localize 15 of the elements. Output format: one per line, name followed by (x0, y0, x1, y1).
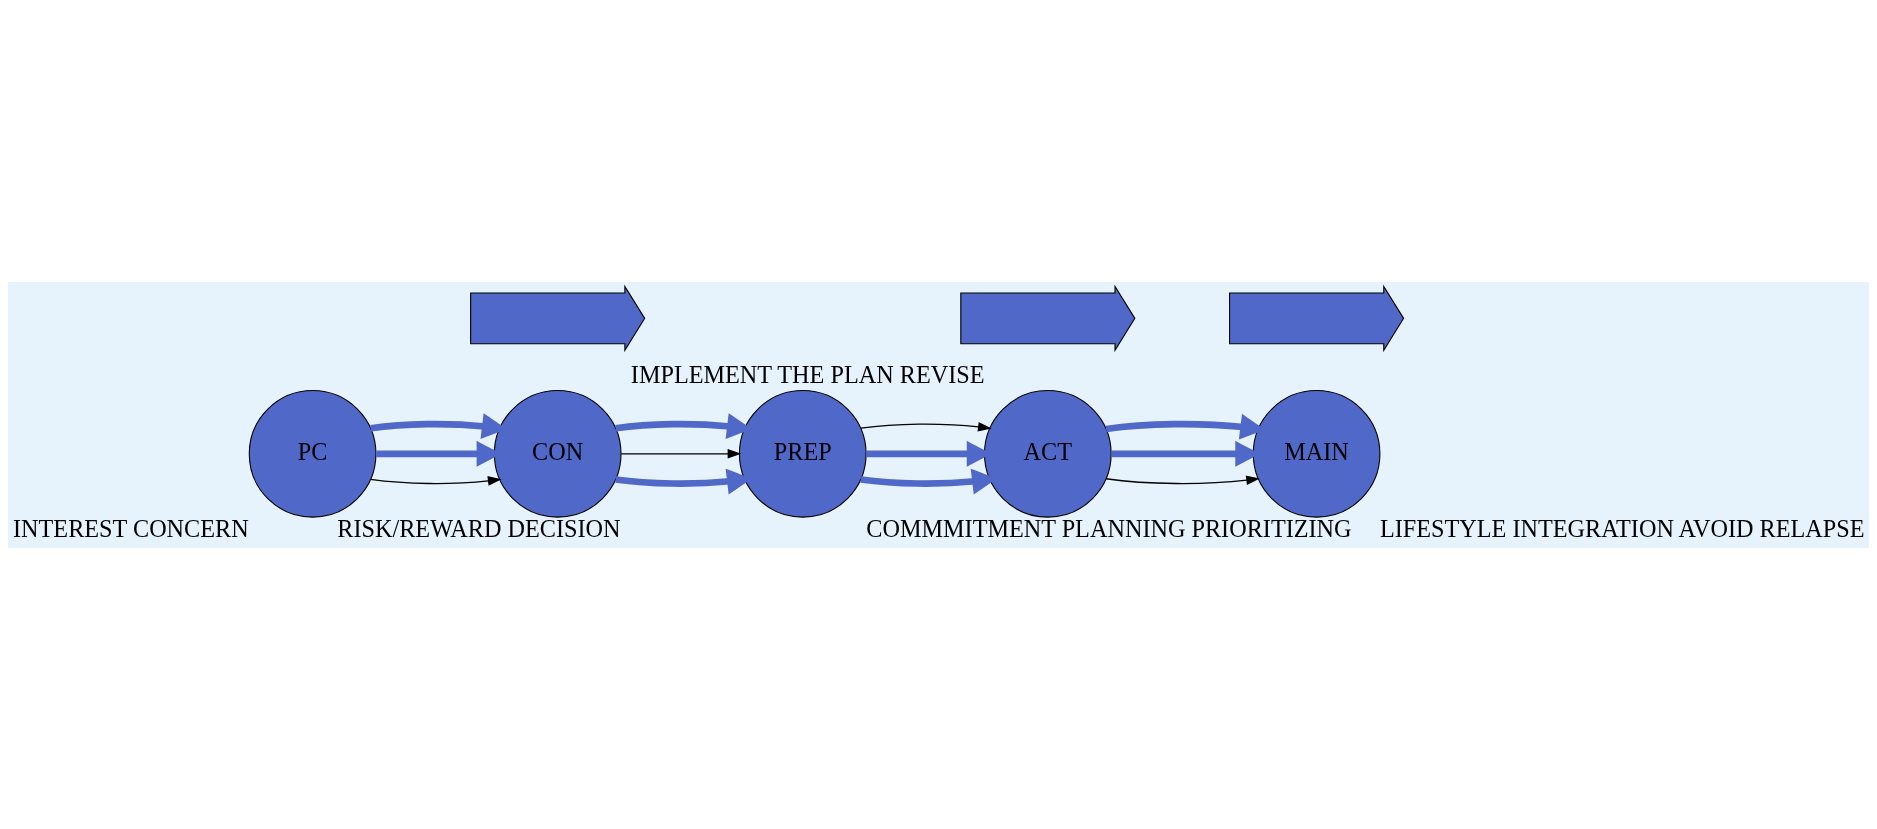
node-circle: PC (248, 389, 377, 518)
node-label: IMPLEMENT THE PLAN REVISE (630, 360, 985, 388)
node-circle: PREP (738, 389, 867, 518)
node-circle: MAIN (1252, 389, 1381, 518)
node-circle: ACT (983, 389, 1112, 518)
node-arrow (960, 284, 1136, 352)
arrow (620, 448, 742, 459)
node-arrow (470, 284, 646, 352)
node-label: LIFESTYLE INTEGRATION AVOID RELAPSE (1379, 514, 1865, 542)
arrow (860, 421, 992, 431)
node-circle: CON (493, 389, 622, 518)
node-label: INTEREST CONCERN (13, 514, 249, 542)
arrow (1105, 475, 1260, 485)
node-arrow (1229, 284, 1405, 352)
arrow (370, 475, 502, 486)
